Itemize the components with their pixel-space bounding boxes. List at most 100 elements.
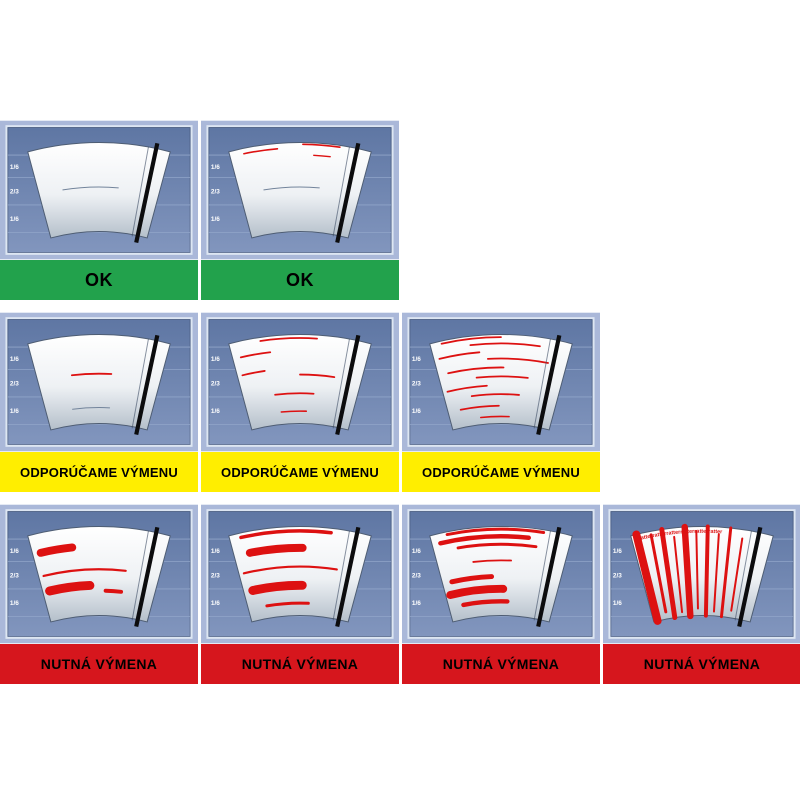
wear-streak: [299, 373, 336, 378]
wipe-area: [429, 526, 573, 623]
chatter-streak: [712, 533, 720, 613]
wear-streak: [446, 584, 508, 599]
scale-label: 2/3: [10, 381, 19, 388]
status-label-required: NUTNÁ VÝMENA: [201, 644, 399, 684]
scale-label: 1/6: [10, 548, 19, 555]
wear-streak: [280, 410, 308, 413]
wear-streak: [242, 565, 338, 575]
status-label-required: NUTNÁ VÝMENA: [0, 644, 198, 684]
wiper-pattern-rec-3: 1/62/31/6: [402, 312, 600, 452]
wiper-pattern-req-4: 1/62/31/6ratterratterratterratterratterr…: [603, 504, 800, 644]
scale-label: 1/6: [211, 600, 220, 607]
wear-streak: [469, 342, 541, 348]
wear-streak: [461, 599, 510, 608]
panel-inner-border: [409, 511, 593, 637]
scale-label: 1/6: [10, 216, 19, 223]
chatter-streak: [681, 523, 694, 620]
wear-streak: [248, 580, 307, 595]
status-label-recommend: ODPORÚČAME VÝMENU: [0, 452, 198, 492]
wear-streak: [243, 147, 279, 155]
status-label-required: NUTNÁ VÝMENA: [603, 644, 800, 684]
chatter-streak: [695, 530, 699, 610]
wear-streak: [239, 351, 272, 359]
scale-label: 1/6: [10, 164, 19, 171]
wipe-area: [429, 334, 573, 431]
wear-streak: [313, 154, 331, 158]
wiper-pattern-req-2: 1/62/31/6: [201, 504, 399, 644]
scale-label: 1/6: [211, 356, 220, 363]
wear-streak: [475, 375, 529, 379]
panel-inner-border: [208, 319, 392, 445]
scale-label: 1/6: [613, 600, 622, 607]
panel-inner-border: [7, 511, 191, 637]
blade-shadow: [332, 338, 350, 429]
wiper-blade: [335, 142, 361, 244]
wear-streak: [480, 415, 510, 419]
panel-inner-border: [208, 511, 392, 637]
wear-streak: [438, 534, 531, 546]
status-label-recommend: ODPORÚČAME VÝMENU: [201, 452, 399, 492]
scale-label: 2/3: [613, 573, 622, 580]
chatter-streak: [659, 526, 678, 621]
wiper-blade: [335, 526, 361, 628]
wear-streak: [45, 581, 95, 596]
scale-label: 2/3: [412, 573, 421, 580]
wear-streak: [447, 366, 505, 375]
panel-inner-border: [409, 319, 593, 445]
wiper-blade: [335, 334, 361, 436]
blade-shadow: [332, 146, 350, 237]
wipe-area: [27, 142, 171, 239]
chatter-streak: [719, 526, 733, 619]
wear-streak: [265, 601, 310, 608]
panel-inner-border: [7, 319, 191, 445]
wear-streak: [42, 568, 127, 578]
scale-label: 1/6: [412, 408, 421, 415]
wear-streak: [245, 543, 307, 557]
wear-streak: [449, 574, 495, 585]
wear-streak: [446, 384, 488, 393]
status-label-ok: OK: [0, 260, 198, 300]
wear-streak: [72, 407, 111, 410]
scale-label: 1/6: [10, 356, 19, 363]
wear-streak: [103, 588, 124, 594]
chatter-streak: [703, 524, 710, 618]
scale-label: 2/3: [10, 573, 19, 580]
wiper-pattern-rec-1: 1/62/31/6: [0, 312, 198, 452]
scale-label: 2/3: [412, 381, 421, 388]
blade-shadow: [533, 530, 551, 621]
panel-inner-border: [208, 127, 392, 253]
wiper-pattern-req-3: 1/6 2/3 1/6: [402, 504, 600, 644]
wiper-pattern-ok-2: 1/62/31/6: [201, 120, 399, 260]
status-label-recommend: ODPORÚČAME VÝMENU: [402, 452, 600, 492]
scale-label: 1/6: [211, 408, 220, 415]
blade-shadow: [131, 146, 149, 237]
wear-streak: [440, 336, 502, 345]
chatter-streak: [730, 537, 744, 612]
chatter-streak: [673, 535, 684, 614]
wear-streak: [445, 527, 546, 537]
chatter-streak: [649, 533, 668, 614]
status-label-required: NUTNÁ VÝMENA: [402, 644, 600, 684]
scale-label: 1/6: [412, 600, 421, 607]
wear-streak: [472, 559, 512, 563]
wear-streak: [36, 543, 77, 557]
wear-streak: [470, 393, 520, 398]
scale-label: 1/6: [412, 548, 421, 555]
scale-label: 1/6: [211, 216, 220, 223]
wear-streak: [302, 143, 341, 148]
wipe-area: [27, 334, 171, 431]
wear-streak: [263, 186, 320, 191]
blade-shadow: [131, 530, 149, 621]
wiper-blade: [737, 526, 763, 628]
chatter-streak: [632, 530, 662, 625]
scale-label: 1/6: [211, 548, 220, 555]
